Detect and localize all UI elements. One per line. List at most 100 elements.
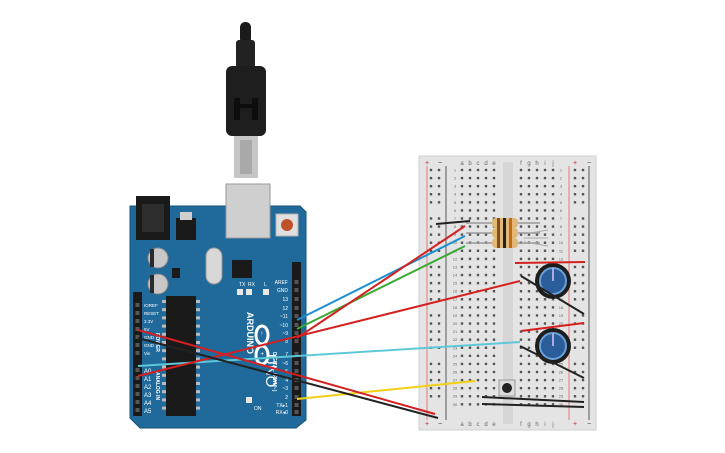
breadboard-hole[interactable] (468, 184, 472, 188)
breadboard-hole[interactable] (551, 395, 555, 398)
breadboard-hole[interactable] (460, 273, 464, 277)
breadboard-hole[interactable] (543, 386, 547, 390)
breadboard-hole[interactable] (551, 249, 555, 252)
rail-hole[interactable] (573, 241, 577, 244)
breadboard-hole[interactable] (468, 233, 472, 236)
breadboard-hole[interactable] (476, 193, 480, 196)
breadboard-hole[interactable] (527, 209, 531, 212)
wire-black[interactable] (481, 396, 585, 403)
rail-hole[interactable] (429, 395, 433, 398)
rail-hole[interactable] (581, 378, 585, 382)
breadboard-hole[interactable] (551, 233, 555, 236)
breadboard-hole[interactable] (535, 370, 539, 374)
breadboard-hole[interactable] (551, 201, 555, 204)
header-pin[interactable] (294, 369, 299, 373)
breadboard-hole[interactable] (460, 370, 464, 374)
rail-hole[interactable] (429, 322, 433, 325)
rail-hole[interactable] (573, 201, 577, 204)
breadboard-hole[interactable] (460, 193, 464, 196)
rail-hole[interactable] (429, 370, 433, 374)
breadboard-hole[interactable] (527, 378, 531, 382)
rail-hole[interactable] (437, 386, 441, 390)
breadboard-hole[interactable] (519, 362, 523, 366)
potentiometer[interactable] (535, 328, 571, 364)
breadboard-hole[interactable] (492, 370, 496, 374)
breadboard-hole[interactable] (468, 370, 472, 374)
rail-hole[interactable] (581, 265, 585, 269)
breadboard-hole[interactable] (527, 225, 531, 228)
breadboard-hole[interactable] (476, 386, 480, 390)
header-pin[interactable] (135, 384, 140, 388)
breadboard-hole[interactable] (492, 298, 496, 301)
breadboard-hole[interactable] (519, 322, 523, 325)
wire-black[interactable] (435, 220, 471, 225)
breadboard-hole[interactable] (468, 330, 472, 333)
breadboard-hole[interactable] (468, 346, 472, 349)
breadboard-hole[interactable] (460, 241, 464, 244)
breadboard-hole[interactable] (476, 273, 480, 277)
breadboard-hole[interactable] (468, 217, 472, 220)
breadboard-hole[interactable] (527, 306, 531, 309)
breadboard-hole[interactable] (460, 362, 464, 366)
breadboard-hole[interactable] (460, 290, 464, 293)
breadboard-hole[interactable] (551, 314, 555, 317)
header-pin[interactable] (294, 352, 299, 356)
rail-hole[interactable] (437, 322, 441, 325)
breadboard-hole[interactable] (492, 281, 496, 285)
rail-hole[interactable] (573, 330, 577, 333)
rail-hole[interactable] (581, 338, 585, 341)
rail-hole[interactable] (581, 362, 585, 366)
breadboard-hole[interactable] (551, 168, 555, 172)
breadboard-hole[interactable] (535, 249, 539, 252)
header-pin[interactable] (294, 323, 299, 327)
breadboard-hole[interactable] (543, 298, 547, 301)
wire-green[interactable] (296, 245, 466, 330)
header-pin[interactable] (294, 288, 299, 292)
breadboard-hole[interactable] (519, 354, 523, 358)
rail-hole[interactable] (437, 395, 441, 398)
breadboard-hole[interactable] (460, 322, 464, 325)
breadboard-hole[interactable] (492, 217, 496, 220)
breadboard-hole[interactable] (519, 249, 523, 252)
breadboard-hole[interactable] (484, 281, 488, 285)
breadboard-hole[interactable] (535, 403, 539, 406)
breadboard-hole[interactable] (468, 281, 472, 285)
breadboard-hole[interactable] (535, 225, 539, 228)
arduino-board[interactable]: TX RX L ON AREFGND1312~11~10~987~6~54~32… (129, 183, 307, 429)
breadboard-hole[interactable] (519, 281, 523, 285)
breadboard-hole[interactable] (492, 354, 496, 358)
breadboard-hole[interactable] (484, 362, 488, 366)
breadboard-hole[interactable] (527, 184, 531, 188)
pushbutton[interactable] (498, 379, 516, 397)
breadboard-hole[interactable] (527, 330, 531, 333)
breadboard-hole[interactable] (543, 201, 547, 204)
breadboard-hole[interactable] (476, 265, 480, 269)
breadboard-hole[interactable] (460, 265, 464, 269)
breadboard-hole[interactable] (527, 346, 531, 349)
rail-hole[interactable] (581, 273, 585, 277)
rail-hole[interactable] (429, 298, 433, 301)
breadboard-hole[interactable] (484, 201, 488, 204)
breadboard-hole[interactable] (535, 306, 539, 309)
breadboard-hole[interactable] (468, 249, 472, 252)
breadboard-hole[interactable] (492, 290, 496, 293)
rail-hole[interactable] (429, 378, 433, 382)
breadboard-hole[interactable] (527, 354, 531, 358)
rail-hole[interactable] (573, 249, 577, 252)
breadboard-hole[interactable] (519, 378, 523, 382)
breadboard-hole[interactable] (484, 265, 488, 269)
breadboard-hole[interactable] (535, 354, 539, 358)
breadboard-hole[interactable] (535, 314, 539, 317)
breadboard-hole[interactable] (535, 378, 539, 382)
breadboard-hole[interactable] (468, 306, 472, 309)
breadboard-hole[interactable] (492, 386, 496, 390)
wire-red[interactable] (296, 225, 466, 339)
breadboard-hole[interactable] (519, 338, 523, 341)
breadboard-hole[interactable] (527, 193, 531, 196)
wire-black[interactable] (481, 403, 585, 408)
breadboard-hole[interactable] (468, 265, 472, 269)
wire-blue[interactable] (296, 235, 466, 321)
breadboard-hole[interactable] (484, 330, 488, 333)
rail-hole[interactable] (437, 378, 441, 382)
breadboard-hole[interactable] (527, 362, 531, 366)
